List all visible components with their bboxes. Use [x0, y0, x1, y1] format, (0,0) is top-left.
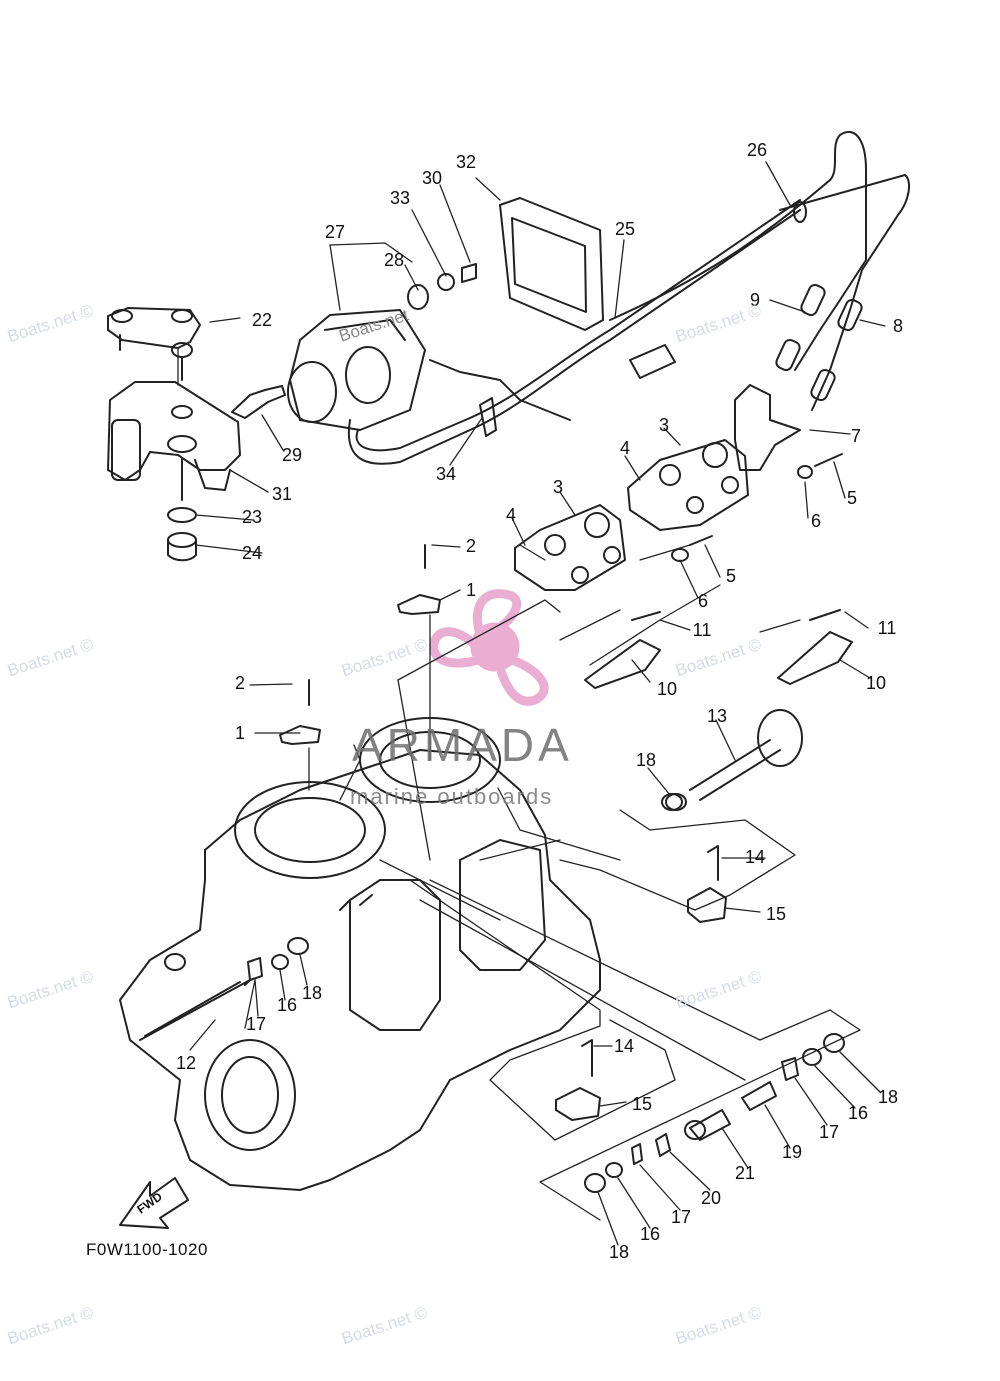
callout-33: 33 [389, 188, 411, 208]
callout-29: 29 [281, 445, 303, 465]
callout-30: 30 [421, 168, 443, 188]
callout-31: 31 [271, 484, 293, 504]
callout-17: 17 [670, 1207, 692, 1227]
callout-20: 20 [700, 1188, 722, 1208]
leader-lines [177, 161, 886, 1246]
valve-covers [514, 384, 843, 591]
fasteners [279, 544, 441, 745]
callout-11: 11 [877, 618, 897, 638]
callout-18: 18 [608, 1242, 630, 1262]
callout-26: 26 [746, 140, 768, 160]
callout-1: 1 [465, 580, 477, 600]
callout-2: 2 [465, 536, 477, 556]
callout-16: 16 [276, 995, 298, 1015]
callout-23: 23 [241, 507, 263, 527]
exhaust-valves [584, 609, 853, 811]
callout-13: 13 [706, 706, 728, 726]
callout-24: 24 [241, 543, 263, 563]
brand-name: ARMADA [352, 719, 573, 771]
callout-27: 27 [324, 222, 346, 242]
callout-18: 18 [877, 1087, 899, 1107]
callout-14: 14 [744, 847, 766, 867]
callout-1: 1 [234, 723, 246, 743]
callout-5: 5 [725, 566, 737, 586]
callout-12: 12 [175, 1053, 197, 1073]
callout-10: 10 [865, 673, 887, 693]
callout-4: 4 [619, 438, 631, 458]
callout-15: 15 [631, 1094, 653, 1114]
callout-5: 5 [846, 488, 858, 508]
callout-34: 34 [435, 464, 457, 484]
callout-6: 6 [697, 591, 709, 611]
callout-7: 7 [850, 426, 862, 446]
callout-15: 15 [765, 904, 787, 924]
callout-28: 28 [383, 250, 405, 270]
sensor-cable [609, 130, 911, 411]
callout-3: 3 [552, 477, 564, 497]
callout-9: 9 [749, 290, 761, 310]
callout-19: 19 [781, 1142, 803, 1162]
callout-22: 22 [251, 310, 273, 330]
callout-21: 21 [734, 1163, 756, 1183]
callout-18: 18 [301, 983, 323, 1003]
callout-16: 16 [639, 1224, 661, 1244]
diagram-code: F0W1100-1020 [86, 1240, 208, 1259]
callout-4: 4 [505, 505, 517, 525]
callout-18: 18 [635, 750, 657, 770]
callout-17: 17 [245, 1014, 267, 1034]
callout-10: 10 [656, 679, 678, 699]
callout-2: 2 [234, 673, 246, 693]
callout-3: 3 [658, 415, 670, 435]
callout-14: 14 [613, 1036, 635, 1056]
brand-tagline: marine outboards [350, 784, 554, 809]
callout-11: 11 [692, 620, 712, 640]
fwd-arrow-icon [119, 1177, 189, 1229]
callout-25: 25 [614, 219, 636, 239]
engine-mount-bracket [107, 307, 241, 562]
valve-linkage-parts [247, 793, 845, 1193]
callout-17: 17 [818, 1122, 840, 1142]
callout-8: 8 [892, 316, 904, 336]
callout-6: 6 [810, 511, 822, 531]
callout-32: 32 [455, 152, 477, 172]
callout-16: 16 [847, 1103, 869, 1123]
